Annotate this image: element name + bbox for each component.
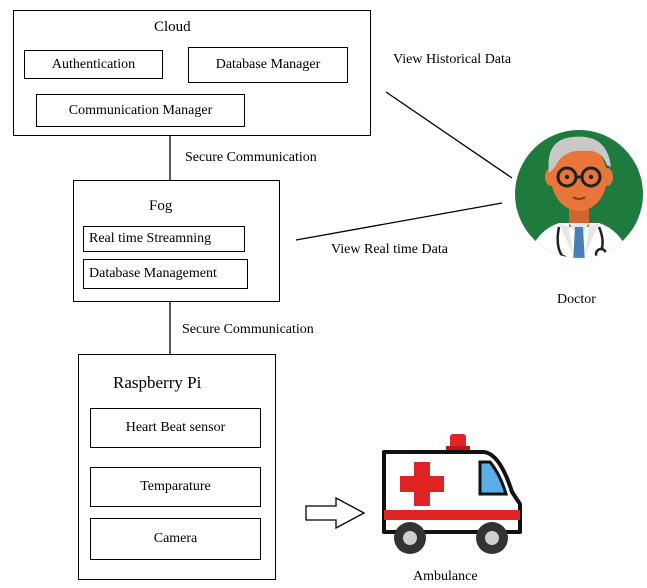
- doctor-label: Doctor: [557, 292, 596, 307]
- historical-data-line: [385, 91, 513, 179]
- historical-data-label: View Historical Data: [393, 52, 512, 67]
- authentication-module: Authentication: [24, 50, 163, 79]
- ambulance-icon: [382, 434, 522, 554]
- camera-module: Camera: [90, 518, 261, 560]
- communication-manager-module: Communication Manager: [36, 94, 245, 127]
- cloud-fog-link-label: Secure Communication: [185, 150, 317, 165]
- heart-beat-label: Heart Beat sensor: [125, 420, 226, 435]
- glasses-icon: [556, 166, 602, 188]
- fog-pi-link-label: Secure Communication: [182, 322, 314, 337]
- camera-label: Camera: [153, 531, 198, 546]
- realtime-data-line: [295, 202, 503, 241]
- cloud-title: Cloud: [154, 19, 191, 35]
- ambulance-stripe: [384, 510, 520, 520]
- temperature-label: Temparature: [140, 479, 211, 494]
- doctor-tie: [573, 227, 585, 258]
- database-manager-module: Database Manager: [188, 47, 348, 83]
- database-manager-label: Database Manager: [215, 57, 321, 72]
- red-cross-icon: [400, 462, 444, 506]
- arrow-to-ambulance: [305, 496, 366, 530]
- raspberry-pi-title: Raspberry Pi: [113, 373, 202, 392]
- database-management-module: Database Management: [83, 259, 248, 289]
- doctor-neck: [569, 207, 589, 227]
- heart-beat-module: Heart Beat sensor: [90, 408, 261, 448]
- ambulance-window: [478, 460, 509, 496]
- fog-title: Fog: [149, 198, 173, 214]
- temperature-module: Temparature: [90, 467, 261, 507]
- siren-light: [450, 434, 466, 448]
- realtime-streaming-module: Real time Streamning: [83, 226, 245, 252]
- authentication-label: Authentication: [51, 56, 136, 72]
- doctor-avatar: [515, 130, 643, 258]
- realtime-data-label: View Real time Data: [331, 242, 448, 257]
- doctor-hair: [548, 136, 611, 173]
- database-management-label: Database Management: [89, 266, 217, 281]
- realtime-streaming-label: Real time Streamning: [89, 231, 212, 246]
- communication-manager-label: Communication Manager: [68, 102, 213, 118]
- ambulance-label: Ambulance: [413, 569, 478, 584]
